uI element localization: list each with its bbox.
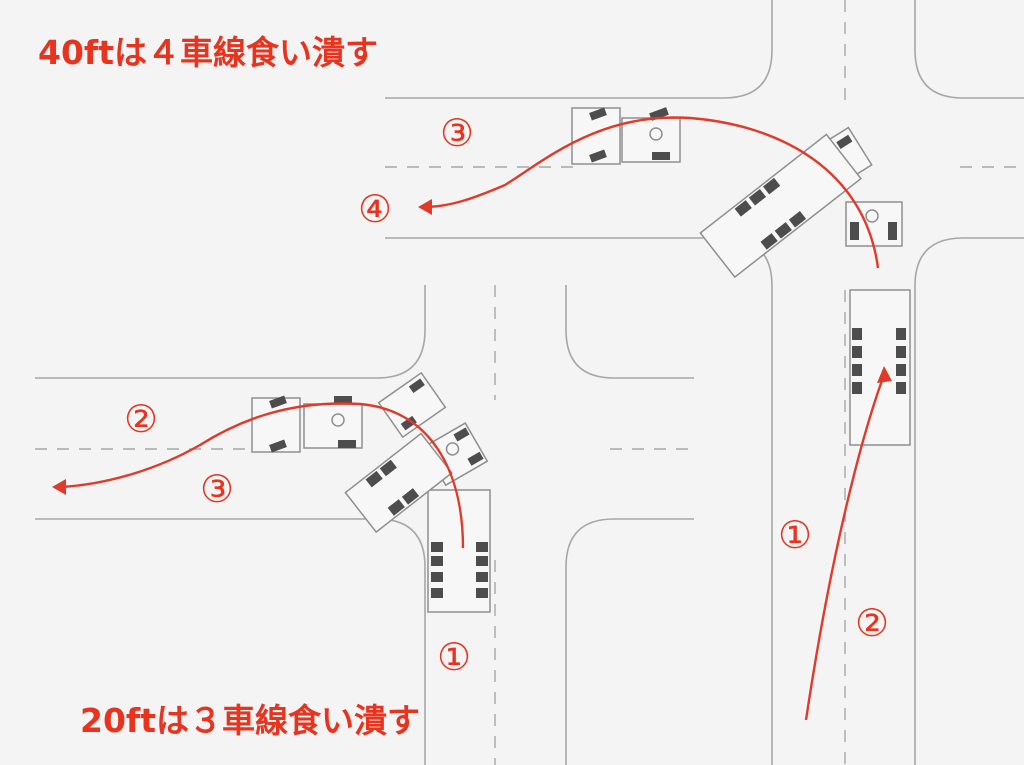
road-edge	[385, 0, 773, 99]
tractor-wheel	[269, 439, 287, 453]
trailer-wheel	[896, 346, 906, 358]
trailer-wheel	[774, 222, 792, 239]
approach-path-40ft	[804, 374, 886, 721]
trailer-wheel	[379, 459, 397, 477]
truck-40ft-position-3	[571, 107, 681, 165]
step-markers: ③ ④ ① ② ② ③ ①	[124, 111, 889, 679]
marker-right-4: ④	[358, 187, 392, 231]
tractor-wheel	[338, 440, 356, 448]
trailer-wheel	[401, 488, 420, 505]
road-edge	[565, 518, 694, 765]
arrowhead	[418, 199, 432, 215]
trailer-wheel	[431, 556, 443, 566]
tractor-wheel	[453, 427, 470, 442]
truck-20ft-position-2	[344, 432, 453, 534]
trailer-wheel	[476, 556, 488, 566]
trailer-wheel	[476, 542, 488, 552]
trailer-wheel	[788, 211, 807, 228]
trailer-wheel	[431, 588, 443, 598]
truck-20ft-position-1	[377, 371, 491, 613]
road-edge	[914, 237, 1024, 765]
tractor-wheel	[400, 415, 417, 431]
tractor-wheel	[888, 222, 897, 240]
marker-right-1: ①	[778, 513, 812, 557]
trailer-wheel	[748, 188, 767, 206]
caption-40ft: 40ftは４車線食い潰す	[38, 33, 378, 72]
trailer-wheel	[896, 382, 906, 394]
trailer-wheel	[760, 233, 778, 250]
fifth-wheel	[649, 127, 663, 141]
trailer-wheel	[852, 364, 862, 376]
tractor-wheel	[269, 395, 287, 409]
road-edge	[914, 0, 1024, 99]
marker-left-3: ③	[200, 467, 234, 511]
trailer-wheel	[896, 364, 906, 376]
fifth-wheel	[865, 209, 879, 223]
road-edge	[35, 285, 426, 379]
tractor-wheel	[652, 152, 670, 160]
turn-path-40ft	[427, 116, 880, 269]
trailer-wheel	[476, 572, 488, 582]
trailer-wheel	[852, 328, 862, 340]
marker-right-2: ②	[855, 601, 889, 645]
left-intersection-roads	[35, 285, 694, 765]
arrowhead	[52, 479, 66, 495]
turning-paths	[52, 116, 892, 721]
tractor-wheel	[467, 451, 484, 466]
trailer-20ft	[344, 432, 453, 534]
truck-40ft-position-2	[699, 133, 862, 279]
tractor-wheel	[589, 107, 607, 121]
tractor-cab	[377, 371, 447, 439]
marker-right-3: ③	[440, 111, 474, 155]
trailer-wheel	[852, 382, 862, 394]
trailer-40ft	[699, 133, 862, 279]
trailer-wheel	[431, 542, 443, 552]
marker-left-1: ①	[437, 635, 471, 679]
trailer-wheel	[431, 572, 443, 582]
road-edge	[565, 285, 694, 379]
caption-20ft: 20ftは３車線食い潰す	[80, 701, 420, 740]
arrowhead	[877, 366, 892, 383]
fifth-wheel	[445, 442, 460, 456]
tractor-wheel	[836, 134, 853, 149]
tractor-wheel	[589, 149, 607, 163]
tractor-wheel	[334, 396, 352, 404]
trailer-wheel	[365, 470, 383, 488]
trailer-wheel	[734, 200, 752, 217]
tractor-wheel	[408, 378, 425, 394]
trailer-wheel	[763, 177, 781, 195]
trailer-wheel	[896, 328, 906, 340]
turn-path-20ft	[61, 402, 465, 549]
tractor-wheel	[850, 222, 859, 240]
marker-left-2: ②	[124, 397, 158, 441]
trailer-wheel	[852, 346, 862, 358]
trailer-wheel	[476, 588, 488, 598]
tractor-chassis	[621, 117, 681, 163]
trailer-wheel	[387, 499, 405, 516]
fifth-wheel	[331, 413, 345, 427]
right-intersection-roads	[385, 0, 1024, 765]
